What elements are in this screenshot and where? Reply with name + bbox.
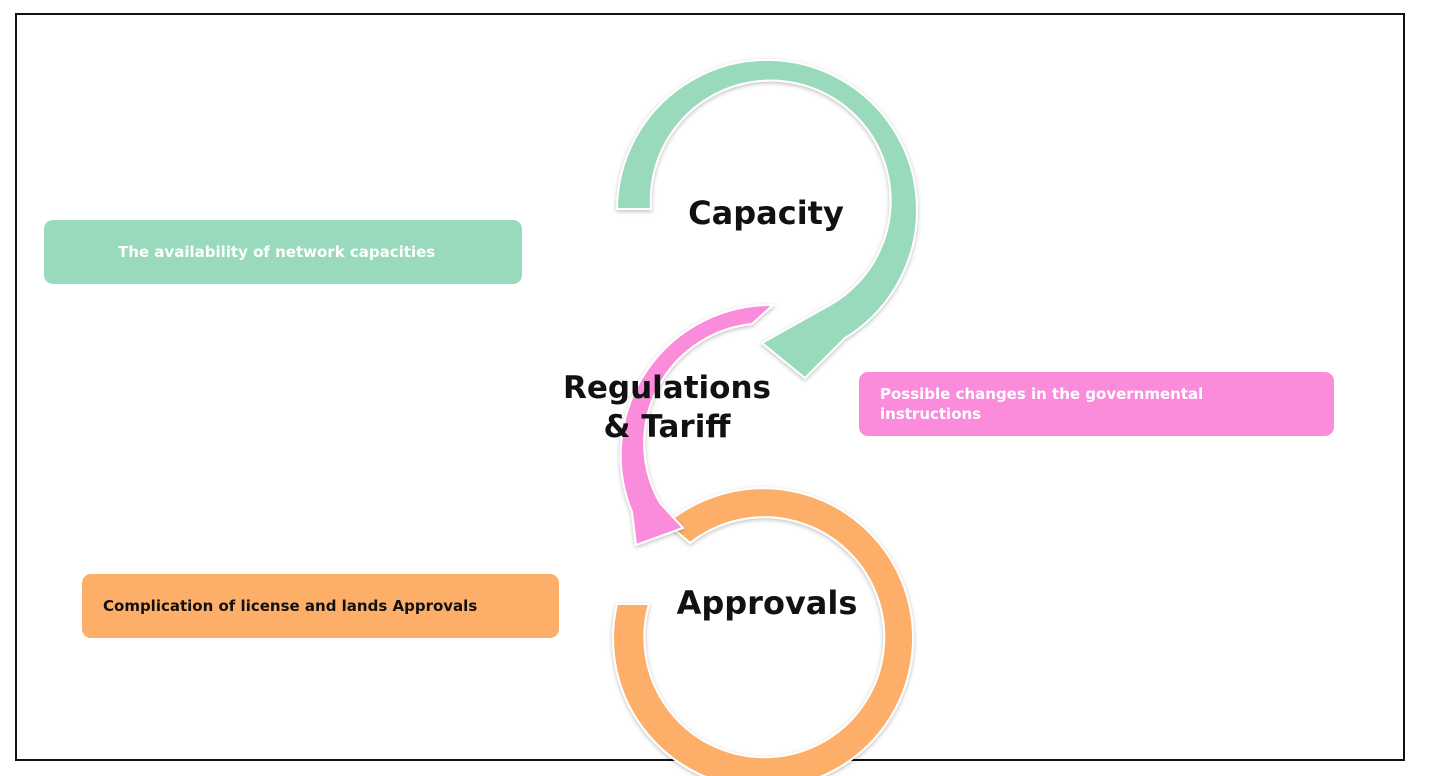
capacity-callout-text: The availability of network capacities [118, 243, 436, 261]
regulations-label-line2: & Tariff [604, 409, 732, 445]
capacity-arrow [615, 58, 918, 380]
approvals-label: Approvals [677, 584, 858, 622]
capacity-callout: The availability of network capacities [44, 220, 522, 284]
approvals-arrow [612, 487, 915, 776]
regulations-callout: Possible changes in the governmental ins… [859, 372, 1334, 436]
regulations-arrow [619, 303, 776, 547]
regulations-label-line1: Regulations [563, 370, 771, 406]
approvals-callout-text: Complication of license and lands Approv… [103, 597, 478, 615]
approvals-callout: Complication of license and lands Approv… [82, 574, 559, 638]
capacity-label: Capacity [688, 194, 844, 232]
regulations-callout-text: Possible changes in the governmental ins… [880, 385, 1204, 423]
